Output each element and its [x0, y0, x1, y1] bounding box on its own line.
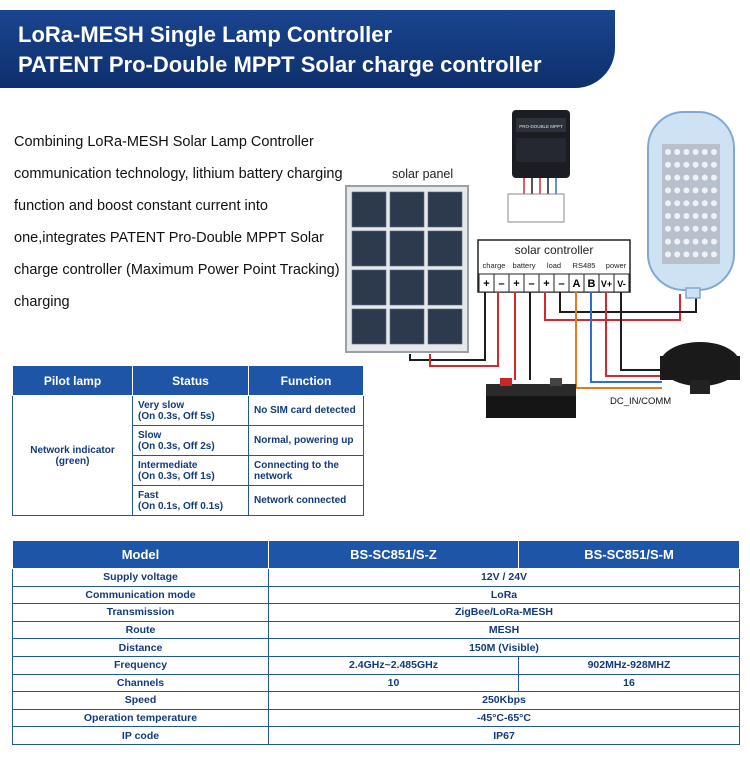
pilot-lamp-table: Pilot lamp Status Function Network indic… [12, 365, 364, 516]
spec-label: Communication mode [12, 585, 269, 605]
spec-value-m: 902MHz-928MHZ [518, 655, 740, 675]
status-name: Very slow [138, 399, 185, 411]
spec-row: Speed 250Kbps [12, 691, 740, 710]
spec-header-model-z: BS-SC851/S-Z [268, 540, 519, 569]
status-name: Intermediate [138, 459, 198, 471]
spec-table: Model BS-SC851/S-Z BS-SC851/S-M Supply v… [12, 540, 740, 745]
terminal-label: B [588, 278, 596, 290]
pilot-function-cell: Network connected [248, 485, 364, 516]
spec-label: Distance [12, 638, 269, 657]
pilot-function-cell: Normal, powering up [248, 425, 364, 456]
status-timing: (On 0.3s, Off 5s) [138, 410, 215, 422]
controller-label: solar controller [515, 243, 594, 257]
spec-row: Communication mode LoRa [12, 585, 740, 605]
status-timing: (On 0.3s, Off 1s) [138, 470, 215, 482]
spec-value: ZigBee/LoRa-MESH [268, 603, 740, 622]
status-timing: (On 0.3s, Off 2s) [138, 440, 215, 452]
pilot-status-cell: Intermediate(On 0.3s, Off 1s) [132, 455, 249, 486]
street-lamp-icon [647, 111, 735, 299]
status-name: Fast [138, 489, 159, 501]
status-timing: (On 0.1s, Off 0.1s) [138, 500, 224, 512]
pilot-header-status: Status [132, 365, 249, 396]
pilot-status-cell: Very slow(On 0.3s, Off 5s) [132, 395, 249, 426]
spec-header-model-m: BS-SC851/S-M [518, 540, 740, 569]
pilot-lamp-cell: Network indicator (green) [12, 395, 133, 516]
spec-value: LoRa [268, 585, 740, 605]
status-name: Slow [138, 429, 162, 441]
battery-icon [486, 378, 576, 418]
pilot-header-lamp: Pilot lamp [12, 365, 133, 396]
solar-panel-icon [345, 185, 469, 353]
spec-row: Supply voltage 12V / 24V [12, 568, 740, 587]
pilot-function-cell: Connecting to the network [248, 455, 364, 486]
terminal-label: – [558, 278, 564, 290]
terminal-label: A [573, 278, 581, 290]
group-label-battery: battery [513, 261, 536, 270]
terminal-label: V+ [601, 279, 612, 289]
spec-value: 150M (Visible) [268, 638, 740, 657]
spec-label: Transmission [12, 603, 269, 622]
device-label: PRO-DOUBLE MPPT [519, 124, 563, 129]
intro-paragraph: Combining LoRa-MESH Solar Lamp Controlle… [14, 134, 343, 310]
terminal-label: – [528, 278, 534, 290]
title-banner: LoRa-MESH Single Lamp Controller PATENT … [0, 10, 615, 88]
spec-row: IP code IP67 [12, 726, 740, 745]
controller-terminal-box: solar controller charge battery load RS4… [477, 239, 631, 293]
pilot-row: Network indicator (green) Very slow(On 0… [12, 395, 364, 516]
dc-in-comm-label: DC_IN/COMM [610, 396, 671, 407]
pilot-row: Intermediate(On 0.3s, Off 1s) Connecting… [13, 455, 364, 486]
spec-row: Channels 10 16 [12, 673, 740, 693]
pilot-header-function: Function [248, 365, 364, 396]
group-label-load: load [547, 261, 561, 270]
spec-label: Operation temperature [12, 708, 269, 728]
spec-row: Operation temperature -45°C-65°C [12, 708, 740, 728]
solar-panel-label: solar panel [392, 167, 453, 181]
group-label-power: power [606, 261, 627, 270]
pilot-function-cell: No SIM card detected [248, 395, 364, 426]
spec-value: 12V / 24V [268, 568, 740, 587]
controller-device-icon: PRO-DOUBLE MPPT [507, 110, 570, 223]
spec-label: Channels [12, 673, 269, 693]
wiring-diagram: solar panel PRO-DOUBLE MPPT solar contro… [345, 110, 740, 418]
spec-row: Distance 150M (Visible) [12, 638, 740, 657]
terminal-label: + [483, 278, 489, 290]
pilot-row: Slow(On 0.3s, Off 2s) Normal, powering u… [13, 425, 364, 456]
spec-label: Supply voltage [12, 568, 269, 587]
terminal-label: + [543, 278, 549, 290]
spec-label: Route [12, 620, 269, 640]
spec-header-model: Model [12, 540, 269, 569]
pilot-status-cell: Fast(On 0.1s, Off 0.1s) [132, 485, 249, 516]
terminal-label: V- [617, 279, 626, 289]
pilot-row: Fast(On 0.1s, Off 0.1s) Network connecte… [13, 485, 364, 516]
spec-value: MESH [268, 620, 740, 640]
pilot-status-cell: Slow(On 0.3s, Off 2s) [132, 425, 249, 456]
spec-label: Frequency [12, 655, 269, 675]
spec-value: 250Kbps [268, 691, 740, 710]
spec-value-z: 2.4GHz~2.485GHz [268, 655, 519, 675]
terminal-label: – [498, 278, 504, 290]
lamp-controller-module-icon [660, 342, 740, 394]
terminal-label: + [513, 278, 519, 290]
spec-row: Route MESH [12, 620, 740, 640]
banner-title-line-1: LoRa-MESH Single Lamp Controller [18, 22, 393, 47]
spec-value: -45°C-65°C [268, 708, 740, 728]
group-label-charge: charge [483, 261, 506, 270]
spec-value-m: 16 [518, 673, 740, 693]
spec-row: Frequency 2.4GHz~2.485GHz 902MHz-928MHZ [12, 655, 740, 675]
group-label-rs485: RS485 [573, 261, 596, 270]
spec-row: Transmission ZigBee/LoRa-MESH [12, 603, 740, 622]
spec-value-z: 10 [268, 673, 519, 693]
banner-title-line-2: PATENT Pro-Double MPPT Solar charge cont… [18, 52, 542, 77]
spec-label: IP code [12, 726, 269, 745]
spec-value: IP67 [268, 726, 740, 745]
spec-label: Speed [12, 691, 269, 710]
